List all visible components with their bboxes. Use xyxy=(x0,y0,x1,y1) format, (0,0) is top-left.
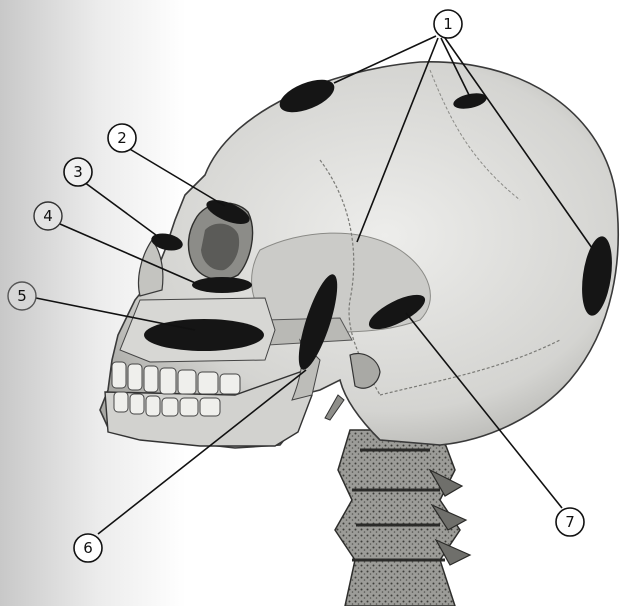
callout-1: 1 xyxy=(434,10,462,38)
callout-5: 5 xyxy=(8,282,36,310)
svg-text:3: 3 xyxy=(73,163,83,181)
svg-text:5: 5 xyxy=(17,287,27,305)
callout-4: 4 xyxy=(34,202,62,230)
svg-text:6: 6 xyxy=(83,539,93,557)
svg-text:4: 4 xyxy=(43,207,53,225)
callout-3: 3 xyxy=(64,158,92,186)
svg-text:7: 7 xyxy=(565,513,575,531)
svg-text:2: 2 xyxy=(117,129,127,147)
callout-6: 6 xyxy=(74,534,102,562)
callout-7: 7 xyxy=(556,508,584,536)
callout-2: 2 xyxy=(108,124,136,152)
svg-text:1: 1 xyxy=(443,15,453,33)
marker-4 xyxy=(192,277,252,293)
